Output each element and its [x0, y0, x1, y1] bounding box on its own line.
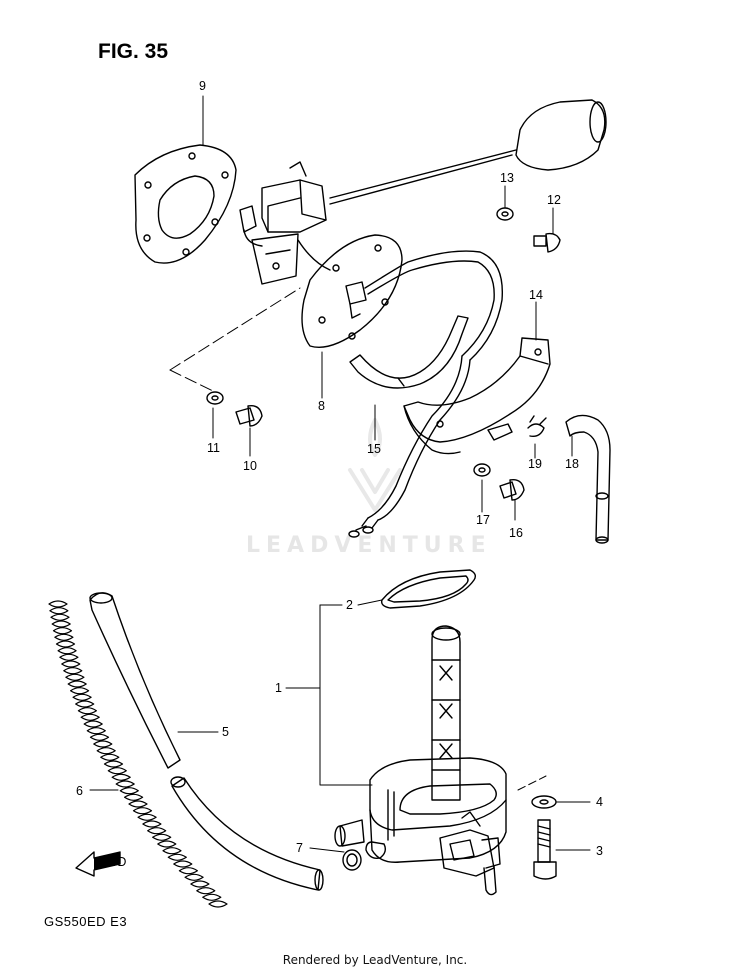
part-fuel-sender-unit — [239, 99, 607, 285]
figure-title: FIG. 35 — [98, 40, 169, 63]
model-code: GS550ED E3 — [44, 914, 128, 929]
part-14-cover — [403, 337, 551, 455]
callout-labels: 9 13 12 14 8 15 11 10 19 18 17 16 2 1 5 … — [76, 79, 603, 858]
part-3-bolt — [533, 819, 557, 880]
watermark-text: LEADVENTURE — [246, 533, 492, 558]
callout-3: 3 — [596, 844, 603, 858]
watermark-logo — [348, 418, 402, 512]
callout-4: 4 — [596, 795, 603, 809]
part-8-sender-plate — [301, 234, 504, 361]
part-11-washer — [206, 391, 224, 405]
callout-6: 6 — [76, 784, 83, 798]
fwd-arrow-icon — [75, 851, 121, 877]
part-17-washer — [473, 463, 491, 477]
callout-11: 11 — [207, 441, 220, 455]
callout-1: 1 — [275, 681, 282, 695]
callout-16: 16 — [509, 526, 523, 540]
part-10-screw — [235, 405, 263, 427]
callout-5: 5 — [222, 725, 229, 739]
part-5-fuel-hose — [89, 592, 324, 891]
part-18-hose — [565, 414, 611, 544]
part-1-fuel-cock — [334, 625, 507, 896]
callout-12: 12 — [547, 193, 561, 207]
callout-14: 14 — [529, 288, 543, 302]
part-15-wire-harness — [348, 315, 471, 538]
leader-lines — [89, 95, 591, 853]
part-7-o-ring — [342, 849, 362, 871]
callout-2: 2 — [346, 598, 353, 612]
callout-8: 8 — [318, 399, 325, 413]
callout-15: 15 — [367, 442, 381, 456]
callout-19: 19 — [528, 457, 542, 471]
part-6-spring — [48, 600, 228, 908]
part-13-washer — [496, 207, 514, 221]
part-4-washer — [531, 795, 557, 809]
part-12-screw — [533, 232, 561, 253]
callout-10: 10 — [243, 459, 257, 473]
callout-7: 7 — [296, 841, 303, 855]
fwd-label: FWD — [98, 855, 126, 869]
callout-18: 18 — [565, 457, 579, 471]
part-19-clip — [527, 415, 547, 438]
footer-credit: Rendered by LeadVenture, Inc. — [282, 953, 468, 967]
part-9-gasket — [134, 144, 237, 264]
callout-17: 17 — [476, 513, 490, 527]
part-16-screw — [499, 479, 525, 501]
part-2-o-ring — [380, 569, 477, 609]
callout-13: 13 — [500, 171, 514, 185]
callout-9: 9 — [199, 79, 206, 93]
